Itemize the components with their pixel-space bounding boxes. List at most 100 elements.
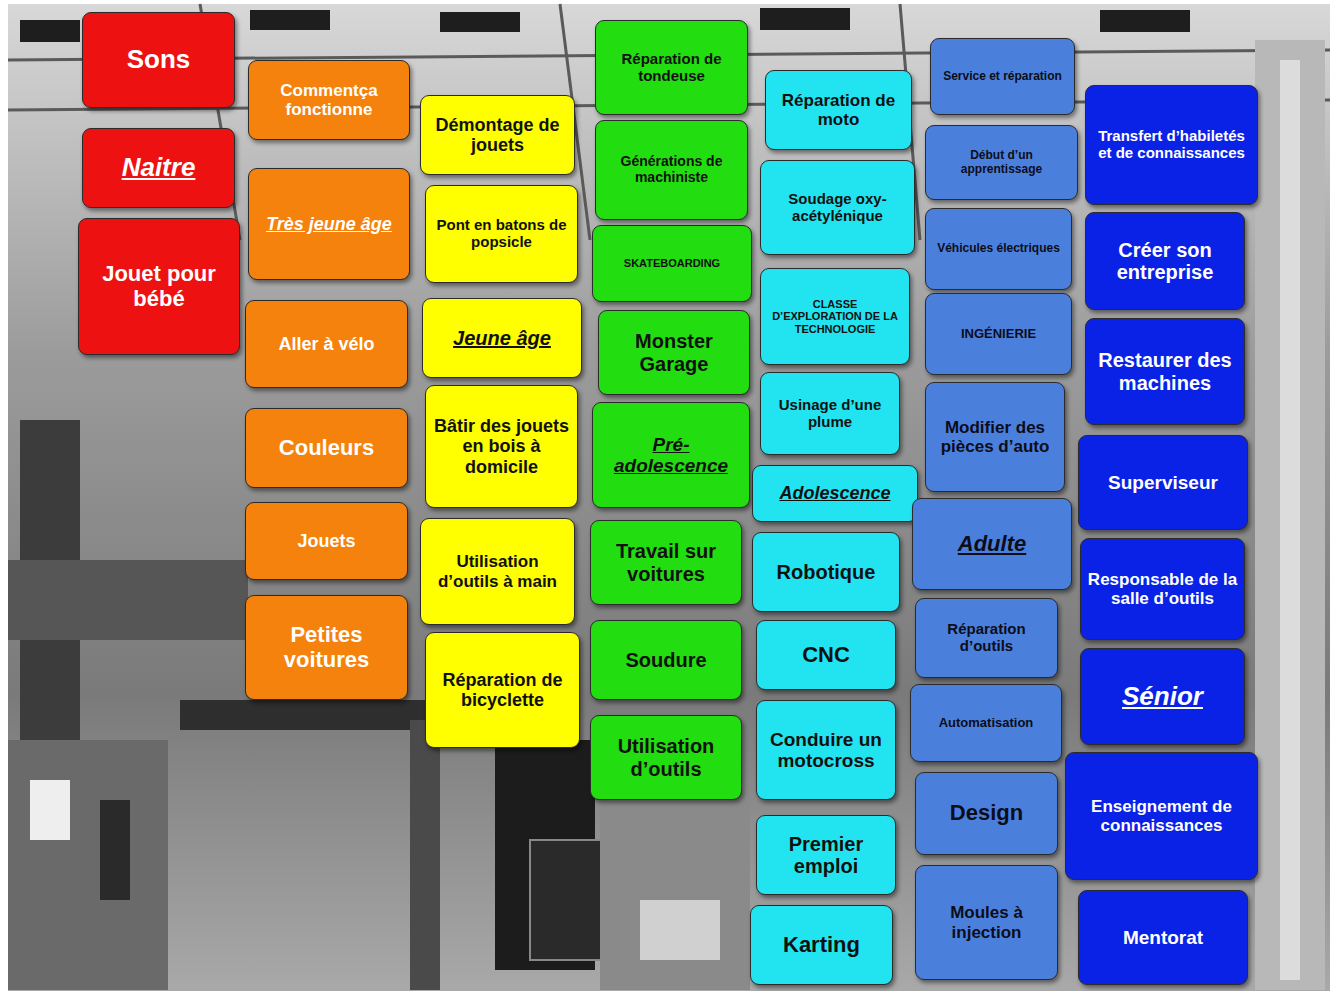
- box-label: Sons: [89, 45, 228, 74]
- box-label: Créer son entreprise: [1092, 239, 1238, 284]
- box-label: SKATEBOARDING: [599, 257, 745, 269]
- box-label: Design: [922, 801, 1051, 826]
- life-stage-box: Pré-adolescence: [592, 402, 750, 508]
- activity-box: Aller à vélo: [245, 300, 408, 388]
- box-label: Travail sur voitures: [597, 540, 735, 585]
- life-stage-box: Très jeune âge: [248, 168, 410, 280]
- activity-box: Démontage de jouets: [420, 95, 575, 175]
- activity-box: Conduire un motocross: [756, 700, 896, 800]
- activity-box: Utilisation d’outils: [590, 715, 742, 800]
- activity-box: Soudure: [590, 620, 742, 700]
- activity-box: Véhicules électriques: [925, 208, 1072, 290]
- machinery: [8, 40, 1325, 990]
- photo-ground: [8, 4, 1330, 991]
- activity-box: Réparation de moto: [765, 70, 912, 150]
- box-label: Réparation d’outils: [922, 621, 1051, 655]
- activity-box: Restaurer des machines: [1085, 318, 1245, 425]
- box-label: Responsable de la salle d’outils: [1087, 570, 1238, 608]
- activity-box: CLASSE D’EXPLORATION DE LA TECHNOLOGIE: [760, 268, 910, 365]
- life-stage-box: Adulte: [912, 498, 1072, 590]
- box-label: Réparation de bicyclette: [432, 670, 573, 710]
- box-label: Pont en batons de popsicle: [432, 217, 571, 251]
- activity-box: Couleurs: [245, 408, 408, 488]
- life-stage-box: Naitre: [82, 128, 235, 208]
- box-label: Véhicules électriques: [932, 242, 1065, 255]
- activity-box: Mentorat: [1078, 890, 1248, 985]
- activity-box: Sons: [82, 12, 235, 108]
- activity-box: Design: [915, 772, 1058, 855]
- box-label: Superviseur: [1085, 472, 1241, 493]
- ceiling-beams: [8, 4, 1330, 240]
- box-label: Pré-adolescence: [599, 434, 743, 477]
- life-stage-box: Sénior: [1080, 648, 1245, 745]
- box-label: Générations de machiniste: [602, 154, 741, 185]
- activity-box: CNC: [756, 620, 896, 690]
- box-label: Premier emploi: [763, 833, 889, 878]
- box-label: Commentça fonctionne: [255, 81, 403, 119]
- box-label: Conduire un motocross: [763, 729, 889, 772]
- box-label: Enseignement de connaissances: [1072, 797, 1251, 835]
- activity-box: Modifier des pièces d’auto: [925, 382, 1065, 492]
- activity-box: Robotique: [752, 532, 900, 612]
- activity-box: INGÉNIERIE: [925, 293, 1072, 375]
- activity-box: Premier emploi: [756, 815, 896, 895]
- activity-box: Bâtir des jouets en bois à domicile: [425, 385, 578, 508]
- activity-box: Générations de machiniste: [595, 120, 748, 220]
- activity-box: Jouets: [245, 502, 408, 580]
- box-label: Réparation de moto: [772, 91, 905, 129]
- box-label: Robotique: [759, 561, 893, 583]
- box-label: Jeune âge: [429, 327, 575, 349]
- activity-box: Enseignement de connaissances: [1065, 752, 1258, 880]
- box-label: Restaurer des machines: [1092, 349, 1238, 394]
- box-label: Transfert d’habiletés et de connaissance…: [1092, 128, 1251, 162]
- box-label: Naitre: [89, 153, 228, 182]
- box-label: Monster Garage: [605, 330, 743, 375]
- box-label: Utilisation d’outils: [597, 735, 735, 780]
- activity-box: Moules à injection: [915, 865, 1058, 980]
- box-label: Mentorat: [1085, 927, 1241, 948]
- box-label: Soudure: [597, 649, 735, 671]
- activity-box: Soudage oxy-acétylénique: [760, 160, 915, 255]
- box-label: INGÉNIERIE: [932, 327, 1065, 342]
- box-label: Jouet pour bébé: [85, 262, 233, 311]
- box-label: Utilisation d’outils à main: [427, 552, 568, 590]
- box-label: Service et réparation: [937, 70, 1068, 83]
- box-label: Début d’un apprentissage: [932, 149, 1071, 176]
- activity-box: Utilisation d’outils à main: [420, 518, 575, 625]
- box-label: Usinage d’une plume: [767, 397, 893, 431]
- activity-box: Jouet pour bébé: [78, 218, 240, 355]
- activity-box: Usinage d’une plume: [760, 372, 900, 455]
- activity-box: Petites voitures: [245, 595, 408, 700]
- box-label: Karting: [757, 933, 886, 958]
- box-label: CLASSE D’EXPLORATION DE LA TECHNOLOGIE: [767, 298, 903, 335]
- box-label: Sénior: [1087, 682, 1238, 711]
- box-label: Moules à injection: [922, 903, 1051, 941]
- box-label: Bâtir des jouets en bois à domicile: [432, 416, 571, 476]
- life-stage-box: Jeune âge: [422, 298, 582, 378]
- activity-box: Réparation de bicyclette: [425, 632, 580, 748]
- activity-box: Service et réparation: [930, 38, 1075, 115]
- activity-box: Créer son entreprise: [1085, 212, 1245, 310]
- activity-box: Pont en batons de popsicle: [425, 185, 578, 283]
- activity-box: Commentça fonctionne: [248, 60, 410, 140]
- box-label: Aller à vélo: [252, 334, 401, 354]
- life-stage-box: Adolescence: [752, 465, 918, 522]
- box-label: Automatisation: [917, 716, 1055, 731]
- box-label: Petites voitures: [252, 623, 401, 672]
- box-label: Démontage de jouets: [427, 115, 568, 155]
- box-label: Soudage oxy-acétylénique: [767, 191, 908, 225]
- activity-box: Monster Garage: [598, 310, 750, 395]
- activity-box: SKATEBOARDING: [592, 225, 752, 302]
- box-label: Réparation de tondeuse: [602, 51, 741, 85]
- box-label: Couleurs: [252, 436, 401, 461]
- activity-box: Réparation de tondeuse: [595, 20, 748, 115]
- box-label: Adulte: [919, 532, 1065, 557]
- activity-box: Début d’un apprentissage: [925, 125, 1078, 200]
- activity-box: Responsable de la salle d’outils: [1080, 538, 1245, 640]
- box-label: CNC: [763, 643, 889, 668]
- activity-box: Karting: [750, 905, 893, 985]
- box-label: Adolescence: [759, 483, 911, 503]
- activity-box: Réparation d’outils: [915, 598, 1058, 678]
